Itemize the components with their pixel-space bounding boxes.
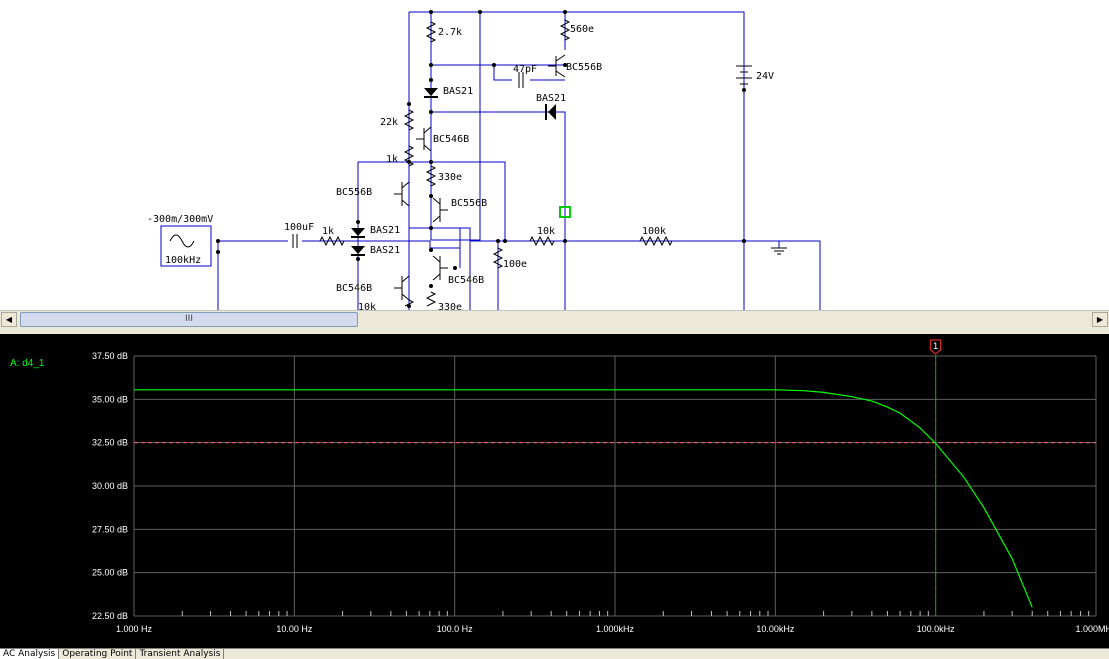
label-source-frequency: 100kHz [165,255,201,266]
y-tick-label: 32.50 dB [92,438,128,448]
cursor-flag-icon [930,339,942,355]
pane-splitter[interactable] [0,328,1109,334]
x-tick-label: 1.000 Hz [116,624,153,634]
label-q-bc546b-left: BC546B [336,283,372,294]
diodes [351,88,556,256]
x-axis-ticks: 1.000 Hz 10.00 Hz 100.0 Hz 1.000kHz 10.00kHz… [116,624,1109,634]
cursor-flag-label: 1 [933,341,938,351]
label-r-1k-input: 1k [322,226,334,237]
y-tick-label: 37.50 dB [92,351,128,361]
label-r-10k-feedback: 10k [537,226,555,237]
label-q-bc556b-out: BC556B [451,198,487,209]
label-r-2k7: 2.7k [438,27,462,38]
trace-line-d4-1 [134,389,1033,608]
y-tick-label: 30.00 dB [92,481,128,491]
label-r-22k: 22k [380,117,398,128]
label-d-bas21-pair-b: BAS21 [370,245,400,256]
x-tick-label: 1.000kHz [596,624,635,634]
x-tick-label: 10.00 Hz [276,624,313,634]
signal-source-box[interactable] [160,225,212,267]
label-q-bc556b-left: BC556B [336,187,372,198]
x-tick-label: 100.0kHz [917,624,956,634]
chart-grid [133,355,1097,617]
trace-legend-label: A: d4_1 [10,358,45,369]
y-tick-label: 27.50 dB [92,524,128,534]
components [292,19,787,307]
label-source-amplitude: -300m/300mV [147,214,213,225]
label-cap-100uf: 100uF [284,222,314,233]
label-q-bc556b-top: BC556B [566,62,602,73]
label-r-10k-bottom: 10k [358,302,376,310]
x-tick-label: 1.000MHz [1075,624,1109,634]
label-d-bas21-pair-a: BAS21 [370,225,400,236]
label-r-1k-mid: 1k [386,154,398,165]
horizontal-scrollbar[interactable]: ◀ III ▶ [0,310,1109,328]
label-r-100k-load: 100k [642,226,666,237]
chart-minor-ticks [181,611,1090,616]
y-tick-label: 22.50 dB [92,611,128,621]
scroll-left-button[interactable]: ◀ [1,312,17,327]
label-q-bc546b-mid: BC546B [433,134,469,145]
scroll-right-button[interactable]: ▶ [1092,312,1108,327]
label-d-bas21-top: BAS21 [443,86,473,97]
label-r-560e: 560e [570,24,594,35]
probe-marker[interactable] [559,206,571,218]
label-cap-47pf: 47pF [513,64,537,75]
sine-icon [169,234,195,248]
y-tick-label: 25.00 dB [92,568,128,578]
y-axis-ticks: 37.50 dB 35.00 dB 32.50 dB 30.00 dB 27.50 dB… [92,351,128,621]
junction-dots [216,10,746,308]
tab-operating-point[interactable]: Operating Point [59,649,137,659]
circuit-diagram: 2.7k 560e 47pF BC556B 24V BAS21 BAS21 22… [147,10,821,310]
label-d-bas21-right: BAS21 [536,93,566,104]
schematic-canvas[interactable]: 2.7k 560e 47pF BC556B 24V BAS21 BAS21 22… [0,0,1109,310]
ac-analysis-plot[interactable]: 37.50 dB 35.00 dB 32.50 dB 30.00 dB 27.50 dB… [0,334,1109,648]
label-r-330e-b: 330e [438,302,462,310]
bode-chart: 37.50 dB 35.00 dB 32.50 dB 30.00 dB 27.50 dB… [10,339,1109,634]
x-tick-label: 100.0 Hz [437,624,474,634]
tab-ac-analysis[interactable]: AC Analysis [0,649,60,659]
label-r-330e-a: 330e [438,172,462,183]
x-tick-label: 10.00kHz [756,624,795,634]
label-q-bc546b-out: BC546B [448,275,484,286]
y-tick-label: 35.00 dB [92,394,128,404]
cursor-flag[interactable]: 1 [930,339,942,355]
scroll-thumb[interactable]: III [20,312,358,327]
label-battery: 24V [756,71,774,82]
tab-transient-analysis[interactable]: Transient Analysis [136,649,225,659]
label-r-100e: 100e [503,259,527,270]
